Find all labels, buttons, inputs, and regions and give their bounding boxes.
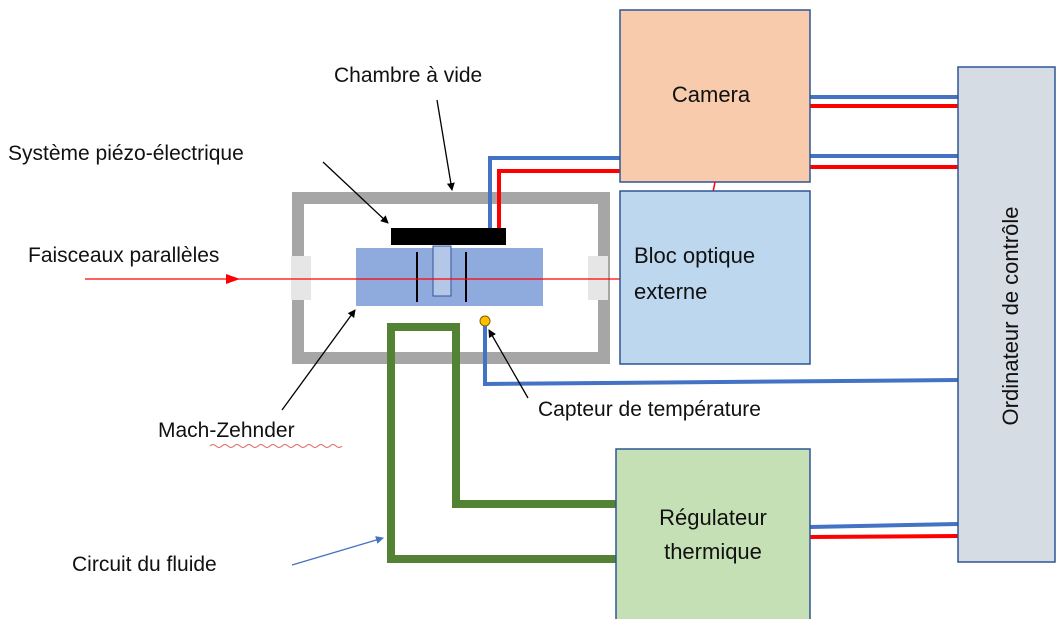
fluid-circuit-label: Circuit du fluide — [72, 553, 217, 576]
chamber-pointer-arrow — [436, 99, 455, 191]
mach-zehnder-label: Mach-Zehnder — [158, 419, 295, 442]
temperature-sensor — [479, 315, 491, 327]
external-optics-box — [619, 190, 811, 365]
control-computer-box — [957, 66, 1056, 563]
chamber-window-left — [291, 256, 311, 300]
cable-sensor-computer — [483, 326, 959, 387]
parallel-beams-label: Faisceaux parallèles — [28, 244, 219, 267]
cable-piezo-camera-blue — [488, 156, 620, 228]
fluid-circuit-inner — [387, 323, 616, 563]
laser-beam-arrowhead — [226, 274, 240, 284]
fluid-circuit-pointer-arrow — [291, 536, 384, 566]
temperature-sensor-label: Capteur de température — [538, 398, 761, 421]
thermal-regulator-label-line1: Régulateur — [659, 505, 767, 530]
camera-label: Camera — [672, 82, 751, 107]
piezo-system-plate — [391, 228, 506, 245]
thermal-regulator-box — [615, 448, 811, 619]
piezo-stack — [432, 245, 452, 297]
camera-box — [619, 9, 811, 183]
sensor-pointer-arrow — [488, 329, 529, 399]
chamber-window-right — [588, 256, 608, 300]
thermal-regulator-label-line2: thermique — [664, 539, 762, 564]
external-optics-label-line2: externe — [634, 279, 707, 304]
external-optics-label-line1: Bloc optique — [634, 243, 755, 268]
spellcheck-underline — [209, 444, 343, 448]
cable-piezo-camera-red — [497, 169, 620, 228]
cable-regulator-computer-blue — [809, 522, 959, 529]
cable-regulator-computer-red — [809, 534, 959, 539]
mach-zehnder-pointer-arrow — [281, 309, 356, 411]
piezo-system-label: Système piézo-électrique — [8, 142, 244, 165]
vacuum-chamber-label: Chambre à vide — [334, 64, 482, 87]
control-computer-label: Ordinateur de contrôle — [998, 207, 1023, 426]
piezo-pointer-arrow — [322, 161, 389, 224]
